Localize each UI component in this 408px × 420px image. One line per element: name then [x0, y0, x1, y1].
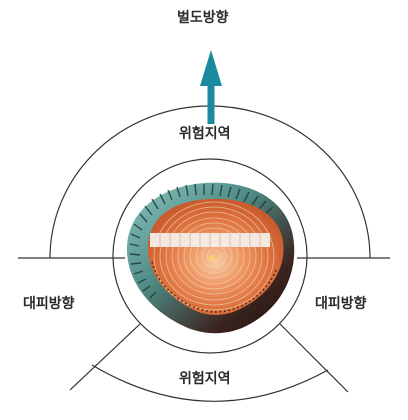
right-diagonal-line [280, 324, 348, 392]
fall-direction-label: 벌도방향 [174, 9, 232, 27]
escape-direction-left-label: 대피방향 [20, 295, 78, 313]
danger-zone-top-label: 위험지역 [176, 125, 234, 143]
escape-direction-right-label: 대피방향 [312, 295, 370, 313]
undercut-band [150, 233, 270, 247]
stump-pith [209, 255, 215, 261]
up-arrow-icon [200, 50, 222, 124]
left-diagonal-line [70, 324, 140, 390]
tree-stump-cross-section-icon [127, 183, 294, 334]
danger-zone-bottom-label: 위험지역 [176, 370, 234, 388]
